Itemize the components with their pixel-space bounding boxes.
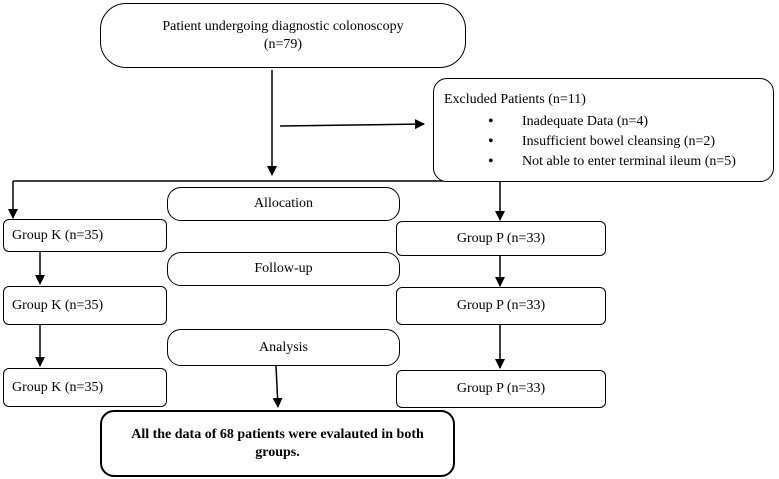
group-k-followup: Group K (n=35): [3, 286, 167, 325]
start-node: Patient undergoing diagnostic colonoscop…: [100, 3, 466, 68]
stage-allocation-label: Allocation: [253, 196, 314, 211]
group-p-allocation: Group P (n=33): [396, 221, 606, 256]
excluded-title: Excluded Patients (n=11): [444, 92, 586, 107]
excluded-item: Not able to enter terminal ileum (n=5): [488, 152, 773, 172]
result-node: All the data of 68 patients were evalaut…: [100, 410, 455, 477]
result-line1: All the data of 68 patients were evalaut…: [131, 426, 424, 442]
excluded-item: Insufficient bowel cleansing (n=2): [488, 132, 773, 152]
group-k-allocation: Group K (n=35): [3, 219, 167, 252]
group-p-allocation-label: Group P (n=33): [456, 230, 546, 246]
excluded-item: Inadequate Data (n=4): [488, 112, 773, 132]
stage-followup: Follow-up: [167, 252, 400, 286]
arrow-to-excluded: [279, 119, 425, 130]
excluded-list: Inadequate Data (n=4) Insufficient bowel…: [444, 112, 773, 172]
group-k-allocation-label: Group K (n=35): [12, 227, 104, 243]
group-p-analysis: Group P (n=33): [396, 370, 606, 408]
group-p-followup-label: Group P (n=33): [456, 298, 546, 313]
group-k-analysis: Group K (n=35): [3, 368, 167, 407]
stage-allocation: Allocation: [167, 187, 400, 221]
stage-followup-label: Follow-up: [254, 261, 313, 276]
group-p-followup: Group P (n=33): [396, 287, 606, 325]
stage-analysis-label: Analysis: [259, 339, 308, 355]
result-line2: groups.: [255, 444, 300, 460]
excluded-node: Excluded Patients (n=11) Inadequate Data…: [433, 78, 774, 182]
arrow-analysis-to-result: [272, 365, 283, 408]
start-node-line1: Patient undergoing diagnostic colonoscop…: [162, 18, 404, 34]
stage-analysis: Analysis: [167, 329, 400, 366]
group-p-analysis-label: Group P (n=33): [456, 381, 546, 396]
group-k-analysis-label: Group K (n=35): [12, 379, 104, 395]
start-node-line2: (n=79): [263, 36, 303, 52]
group-k-followup-label: Group K (n=35): [12, 297, 104, 313]
